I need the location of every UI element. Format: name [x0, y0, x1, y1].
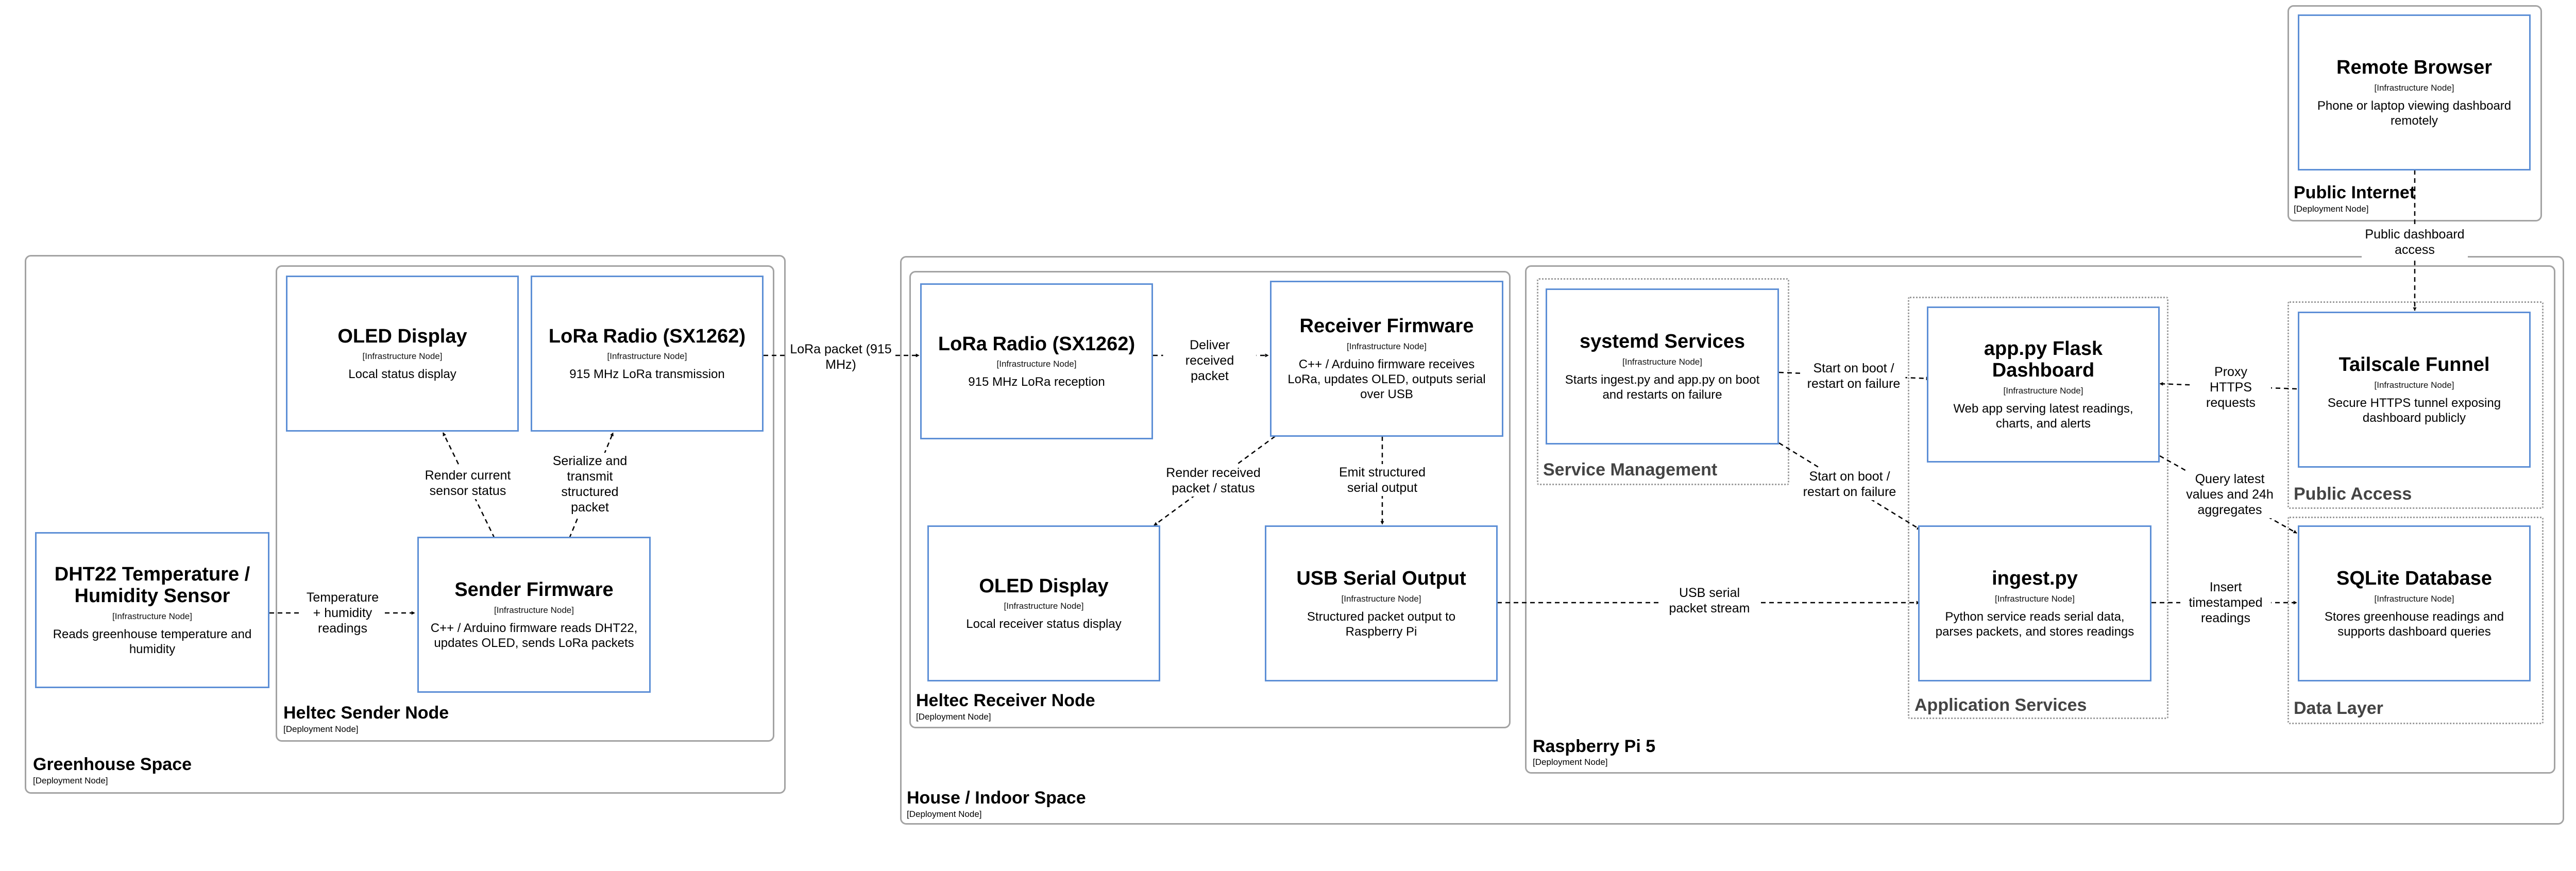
- sqlite-database-node[interactable]: SQLite Database [Infrastructure Node] St…: [2298, 525, 2531, 681]
- node-title: SQLite Database: [2336, 567, 2492, 589]
- node-title: USB Serial Output: [1296, 567, 1466, 589]
- node-stereotype: [Infrastructure Node]: [607, 351, 687, 362]
- node-description: Phone or laptop viewing dashboard remote…: [2317, 98, 2512, 128]
- usb-serial-output-node[interactable]: USB Serial Output [Infrastructure Node] …: [1265, 525, 1498, 681]
- heltec-receiver-node-title: Heltec Receiver Node: [916, 691, 1095, 710]
- node-title: LoRa Radio (SX1262): [548, 325, 746, 347]
- node-description: Starts ingest.py and app.py on boot and …: [1565, 372, 1760, 402]
- house-indoor-space-zone: [900, 256, 2564, 825]
- dht22-sensor-node[interactable]: DHT22 Temperature / Humidity Sensor [Inf…: [35, 532, 269, 688]
- receiver-firmware-node[interactable]: Receiver Firmware [Infrastructure Node] …: [1270, 281, 1503, 437]
- heltec-sender-node-subtitle: [Deployment Node]: [283, 724, 359, 734]
- receiver-oled-display-node[interactable]: OLED Display [Infrastructure Node] Local…: [927, 525, 1160, 681]
- node-description: Python service reads serial data, parses…: [1935, 609, 2134, 639]
- public-internet-title: Public Internet: [2294, 183, 2416, 202]
- node-description: Local status display: [348, 367, 456, 382]
- node-stereotype: [Infrastructure Node]: [1622, 356, 1702, 367]
- application-services-title: Application Services: [1914, 695, 2087, 715]
- node-stereotype: [Infrastructure Node]: [362, 351, 443, 362]
- sender-oled-display-node[interactable]: OLED Display [Infrastructure Node] Local…: [286, 276, 519, 432]
- greenhouse-space-zone: [25, 255, 786, 794]
- node-title: Tailscale Funnel: [2338, 353, 2490, 375]
- node-description: 915 MHz LoRa transmission: [569, 367, 725, 382]
- node-stereotype: [Infrastructure Node]: [2374, 82, 2454, 93]
- sender-lora-radio-node[interactable]: LoRa Radio (SX1262) [Infrastructure Node…: [531, 276, 764, 432]
- node-description: Local receiver status display: [966, 617, 1122, 631]
- label-firmware-to-sender-lora: Serialize and transmit structured packet: [539, 453, 640, 516]
- remote-browser-node[interactable]: Remote Browser [Infrastructure Node] Pho…: [2298, 14, 2531, 170]
- greenhouse-space-title: Greenhouse Space: [33, 755, 192, 774]
- edge-firmware-to-sender-lora: [568, 432, 614, 539]
- node-title: systemd Services: [1579, 330, 1745, 352]
- ingest-py-node[interactable]: ingest.py [Infrastructure Node] Python s…: [1918, 525, 2151, 681]
- heltec-sender-node-title: Heltec Sender Node: [283, 703, 449, 723]
- app-py-flask-dashboard-node[interactable]: app.py Flask Dashboard [Infrastructure N…: [1927, 306, 2160, 463]
- label-ingest-to-sqlite: Insert timestamped readings: [2180, 579, 2271, 626]
- systemd-services-node[interactable]: systemd Services [Infrastructure Node] S…: [1546, 288, 1779, 445]
- label-recv-firmware-to-recv-oled: Render received packet / status: [1164, 465, 1263, 497]
- house-indoor-space-subtitle: [Deployment Node]: [907, 809, 982, 819]
- label-recv-firmware-to-usb: Emit structured serial output: [1337, 464, 1428, 496]
- label-app-to-sqlite: Query latest values and 24h aggregates: [2182, 471, 2278, 518]
- node-description: Reads greenhouse temperature and humidit…: [53, 627, 252, 657]
- data-layer-zone: [2287, 517, 2544, 724]
- node-stereotype: [Infrastructure Node]: [996, 359, 1077, 369]
- node-description: Structured packet output to Raspberry Pi: [1307, 609, 1456, 639]
- node-description: Secure HTTPS tunnel exposing dashboard p…: [2327, 396, 2501, 425]
- node-title: Sender Firmware: [454, 578, 614, 601]
- public-access-title: Public Access: [2294, 484, 2412, 504]
- node-stereotype: [Infrastructure Node]: [112, 611, 192, 621]
- service-management-zone: [1537, 278, 1789, 485]
- data-layer-title: Data Layer: [2294, 698, 2383, 718]
- raspberry-pi-5-subtitle: [Deployment Node]: [1533, 757, 1608, 767]
- label-dht-to-firmware: Temperature + humidity readings: [302, 589, 383, 637]
- node-title: DHT22 Temperature / Humidity Sensor: [54, 563, 250, 607]
- node-title: app.py Flask Dashboard: [1984, 337, 2103, 382]
- node-description: 915 MHz LoRa reception: [968, 375, 1105, 389]
- heltec-sender-node-zone: [276, 265, 774, 742]
- house-indoor-space-title: House / Indoor Space: [907, 788, 1086, 808]
- node-description: C++ / Arduino firmware reads DHT22, upda…: [430, 621, 638, 650]
- node-stereotype: [Infrastructure Node]: [1004, 601, 1084, 611]
- node-title: Receiver Firmware: [1299, 315, 1474, 337]
- node-title: Remote Browser: [2336, 56, 2492, 78]
- heltec-receiver-node-zone: [909, 271, 1511, 728]
- application-services-zone: [1908, 297, 2168, 719]
- sender-firmware-node[interactable]: Sender Firmware [Infrastructure Node] C+…: [417, 537, 651, 693]
- receiver-lora-radio-node[interactable]: LoRa Radio (SX1262) [Infrastructure Node…: [920, 283, 1153, 439]
- tailscale-funnel-node[interactable]: Tailscale Funnel [Infrastructure Node] S…: [2298, 312, 2531, 468]
- node-stereotype: [Infrastructure Node]: [494, 605, 574, 615]
- node-stereotype: [Infrastructure Node]: [1347, 341, 1427, 351]
- node-title: LoRa Radio (SX1262): [938, 333, 1136, 355]
- node-description: Web app serving latest readings, charts,…: [1953, 401, 2133, 431]
- public-access-zone: [2287, 301, 2544, 509]
- node-title: OLED Display: [979, 575, 1109, 597]
- node-description: C++ / Arduino firmware receives LoRa, up…: [1287, 357, 1486, 402]
- heltec-receiver-node-subtitle: [Deployment Node]: [916, 712, 991, 722]
- node-stereotype: [Infrastructure Node]: [2374, 593, 2454, 604]
- label-firmware-to-sender-oled: Render current sensor status: [421, 467, 515, 499]
- node-title: ingest.py: [1992, 567, 2078, 589]
- node-stereotype: [Infrastructure Node]: [2374, 380, 2454, 390]
- label-lora-link: LoRa packet (915 MHz): [788, 341, 894, 373]
- label-systemd-to-app: Start on boot / restart on failure: [1802, 360, 1906, 392]
- label-usb-to-ingest: USB serial packet stream: [1659, 585, 1760, 617]
- node-description: Stores greenhouse readings and supports …: [2324, 609, 2504, 639]
- public-internet-subtitle: [Deployment Node]: [2294, 204, 2369, 214]
- label-browser-to-tailscale: Public dashboard access: [2362, 226, 2468, 258]
- node-stereotype: [Infrastructure Node]: [1995, 593, 2075, 604]
- label-recv-lora-to-recv-firmware: Deliver received packet: [1163, 337, 1257, 384]
- raspberry-pi-5-zone: [1525, 265, 2555, 774]
- raspberry-pi-5-title: Raspberry Pi 5: [1533, 737, 1656, 756]
- node-title: OLED Display: [337, 325, 467, 347]
- label-tailscale-to-app: Proxy HTTPS requests: [2191, 364, 2271, 411]
- node-stereotype: [Infrastructure Node]: [2003, 385, 2083, 396]
- node-stereotype: [Infrastructure Node]: [1341, 593, 1421, 604]
- label-systemd-to-ingest: Start on boot / restart on failure: [1798, 468, 1902, 500]
- service-management-title: Service Management: [1543, 460, 1718, 480]
- greenhouse-space-subtitle: [Deployment Node]: [33, 776, 108, 785]
